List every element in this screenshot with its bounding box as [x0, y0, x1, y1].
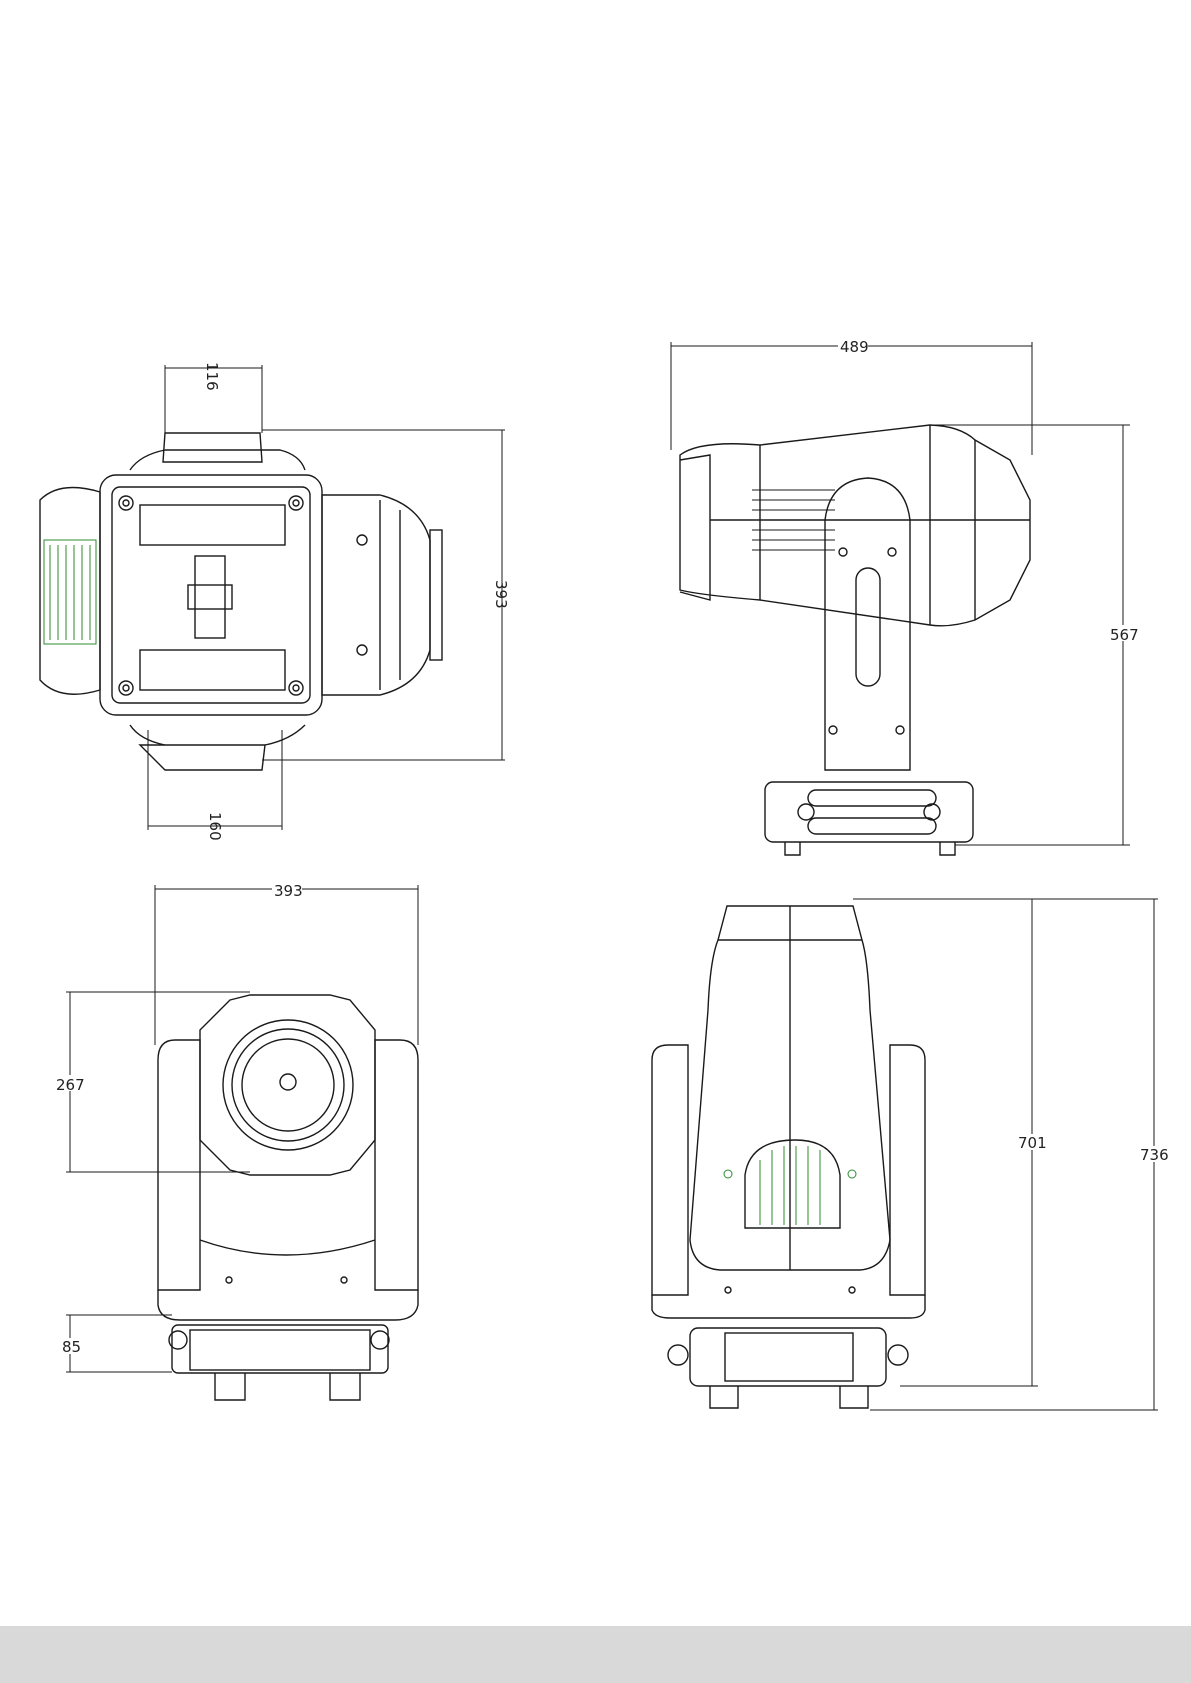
rear-total-height-label: 736: [1140, 1146, 1169, 1164]
side-view: 489 567: [671, 338, 1142, 855]
footer-band: [0, 1626, 1191, 1683]
top-depth-label: 393: [492, 580, 510, 609]
top-view: 116 393 160: [40, 362, 510, 841]
rear-view: 701 736: [652, 899, 1172, 1410]
fan-grille-icon: [44, 540, 96, 644]
front-base-height-label: 85: [62, 1338, 81, 1356]
screw-icon: [119, 496, 303, 695]
front-width-label: 393: [274, 882, 303, 900]
lens-icon: [223, 1020, 353, 1150]
front-head-height-label: 267: [56, 1076, 85, 1094]
front-view: 393 267 85: [54, 882, 418, 1400]
rear-inner-height-label: 701: [1018, 1134, 1047, 1152]
top-yoke-width-label: 116: [203, 362, 221, 391]
top-base-width-label: 160: [206, 812, 224, 841]
side-length-label: 489: [840, 338, 869, 356]
side-height-label: 567: [1110, 626, 1139, 644]
